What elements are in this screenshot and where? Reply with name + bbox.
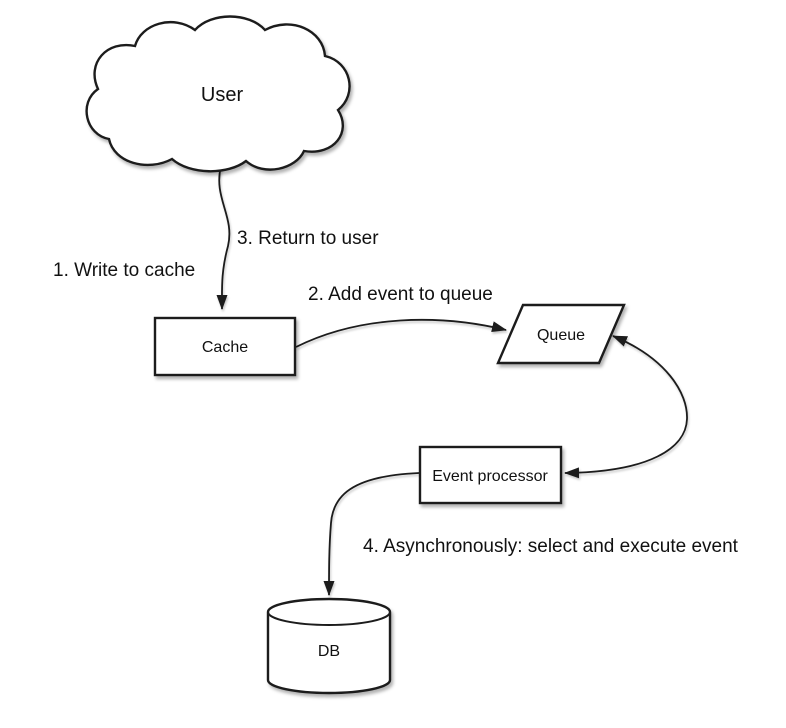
user-label: User: [201, 84, 244, 106]
db-cylinder-top-ellipse: [267, 611, 391, 627]
edge-label-add-event-to-queue: 2. Add event to queue: [308, 284, 493, 305]
arrow-user-to-cache: [216, 165, 231, 310]
queue-label: Queue: [537, 327, 585, 344]
db-label: DB: [318, 643, 340, 660]
cache-label: Cache: [202, 339, 248, 356]
arrow-event-processor-to-db: [323, 472, 420, 596]
arrow-cache-to-queue: [295, 318, 507, 348]
user-cloud-shape: [85, 15, 351, 173]
edge-label-async-select-execute: 4. Asynchronously: select and execute ev…: [363, 536, 739, 557]
event-processor-box: [418, 445, 563, 505]
cache-box: [153, 316, 297, 377]
edge-label-return-to-user: 3. Return to user: [237, 228, 379, 249]
arrow-queue-event-processor-bidirectional: [564, 335, 688, 479]
edge-label-write-to-cache: 1. Write to cache: [53, 260, 195, 281]
event-processor-label: Event processor: [432, 468, 548, 485]
queue-parallelogram: [496, 303, 626, 365]
